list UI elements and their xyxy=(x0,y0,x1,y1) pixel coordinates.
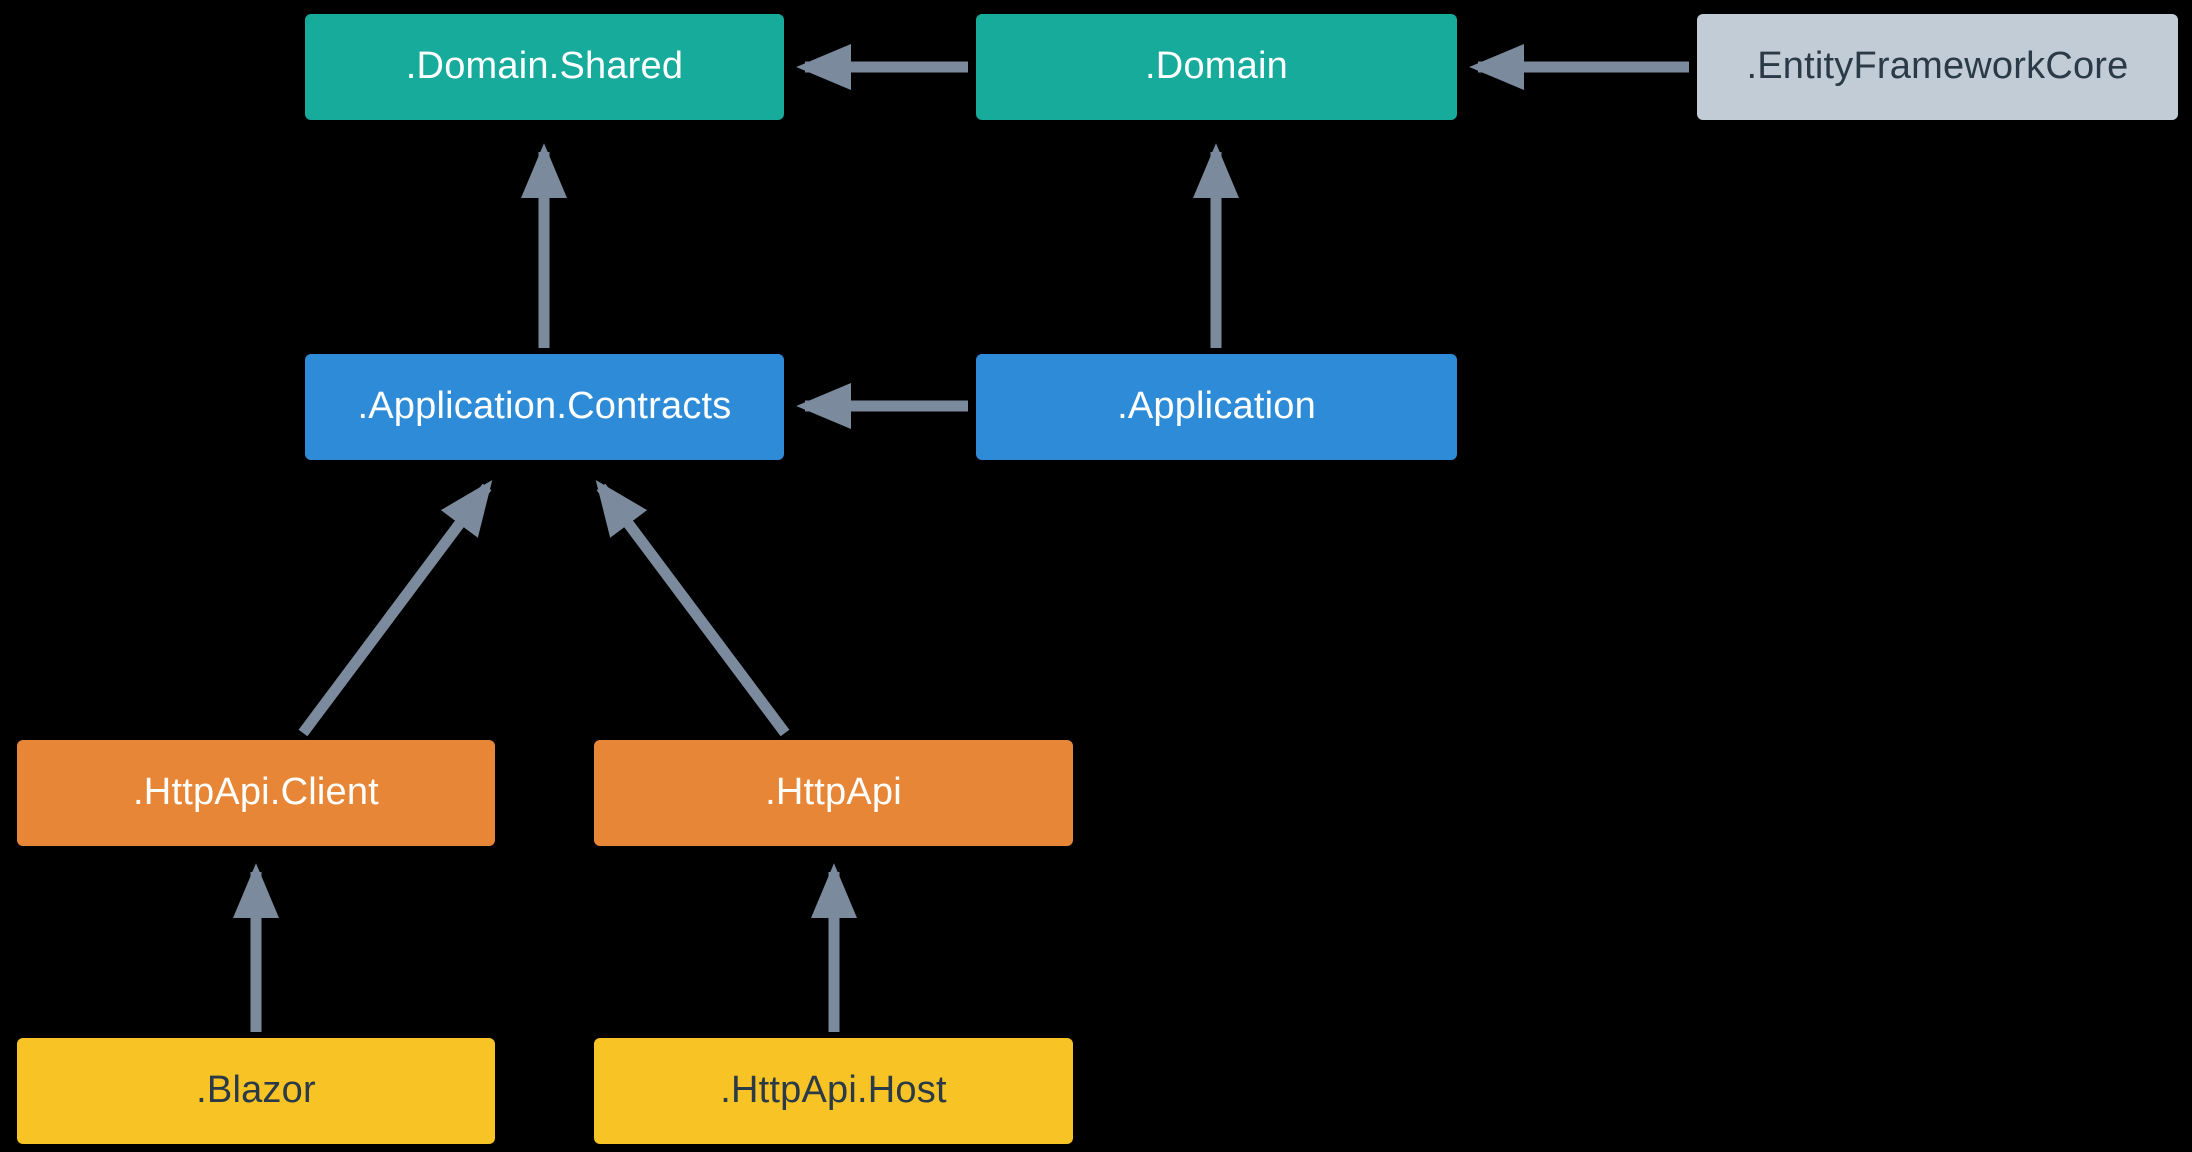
node-application[interactable]: .Application xyxy=(976,354,1457,460)
node-blazor[interactable]: .Blazor xyxy=(17,1038,495,1144)
node-entity-framework-core-label: .EntityFrameworkCore xyxy=(1746,45,2129,88)
node-domain-label: .Domain xyxy=(1145,45,1288,88)
node-entity-framework-core[interactable]: .EntityFrameworkCore xyxy=(1697,14,2178,120)
node-httpapi-host-label: .HttpApi.Host xyxy=(720,1069,947,1112)
node-httpapi-client-label: .HttpApi.Client xyxy=(133,771,379,814)
node-blazor-label: .Blazor xyxy=(196,1069,316,1112)
node-httpapi[interactable]: .HttpApi xyxy=(594,740,1073,846)
node-application-label: .Application xyxy=(1117,385,1316,428)
node-httpapi-client[interactable]: .HttpApi.Client xyxy=(17,740,495,846)
node-application-contracts-label: .Application.Contracts xyxy=(357,385,732,428)
node-domain[interactable]: .Domain xyxy=(976,14,1457,120)
node-httpapi-host[interactable]: .HttpApi.Host xyxy=(594,1038,1073,1144)
edge-httpapi-client-to-application-contracts xyxy=(298,479,493,737)
node-domain-shared[interactable]: .Domain.Shared xyxy=(305,14,784,120)
edge-httpapi-to-application-contracts xyxy=(595,479,790,737)
node-httpapi-label: .HttpApi xyxy=(765,771,902,814)
node-application-contracts[interactable]: .Application.Contracts xyxy=(305,354,784,460)
node-domain-shared-label: .Domain.Shared xyxy=(405,45,684,88)
